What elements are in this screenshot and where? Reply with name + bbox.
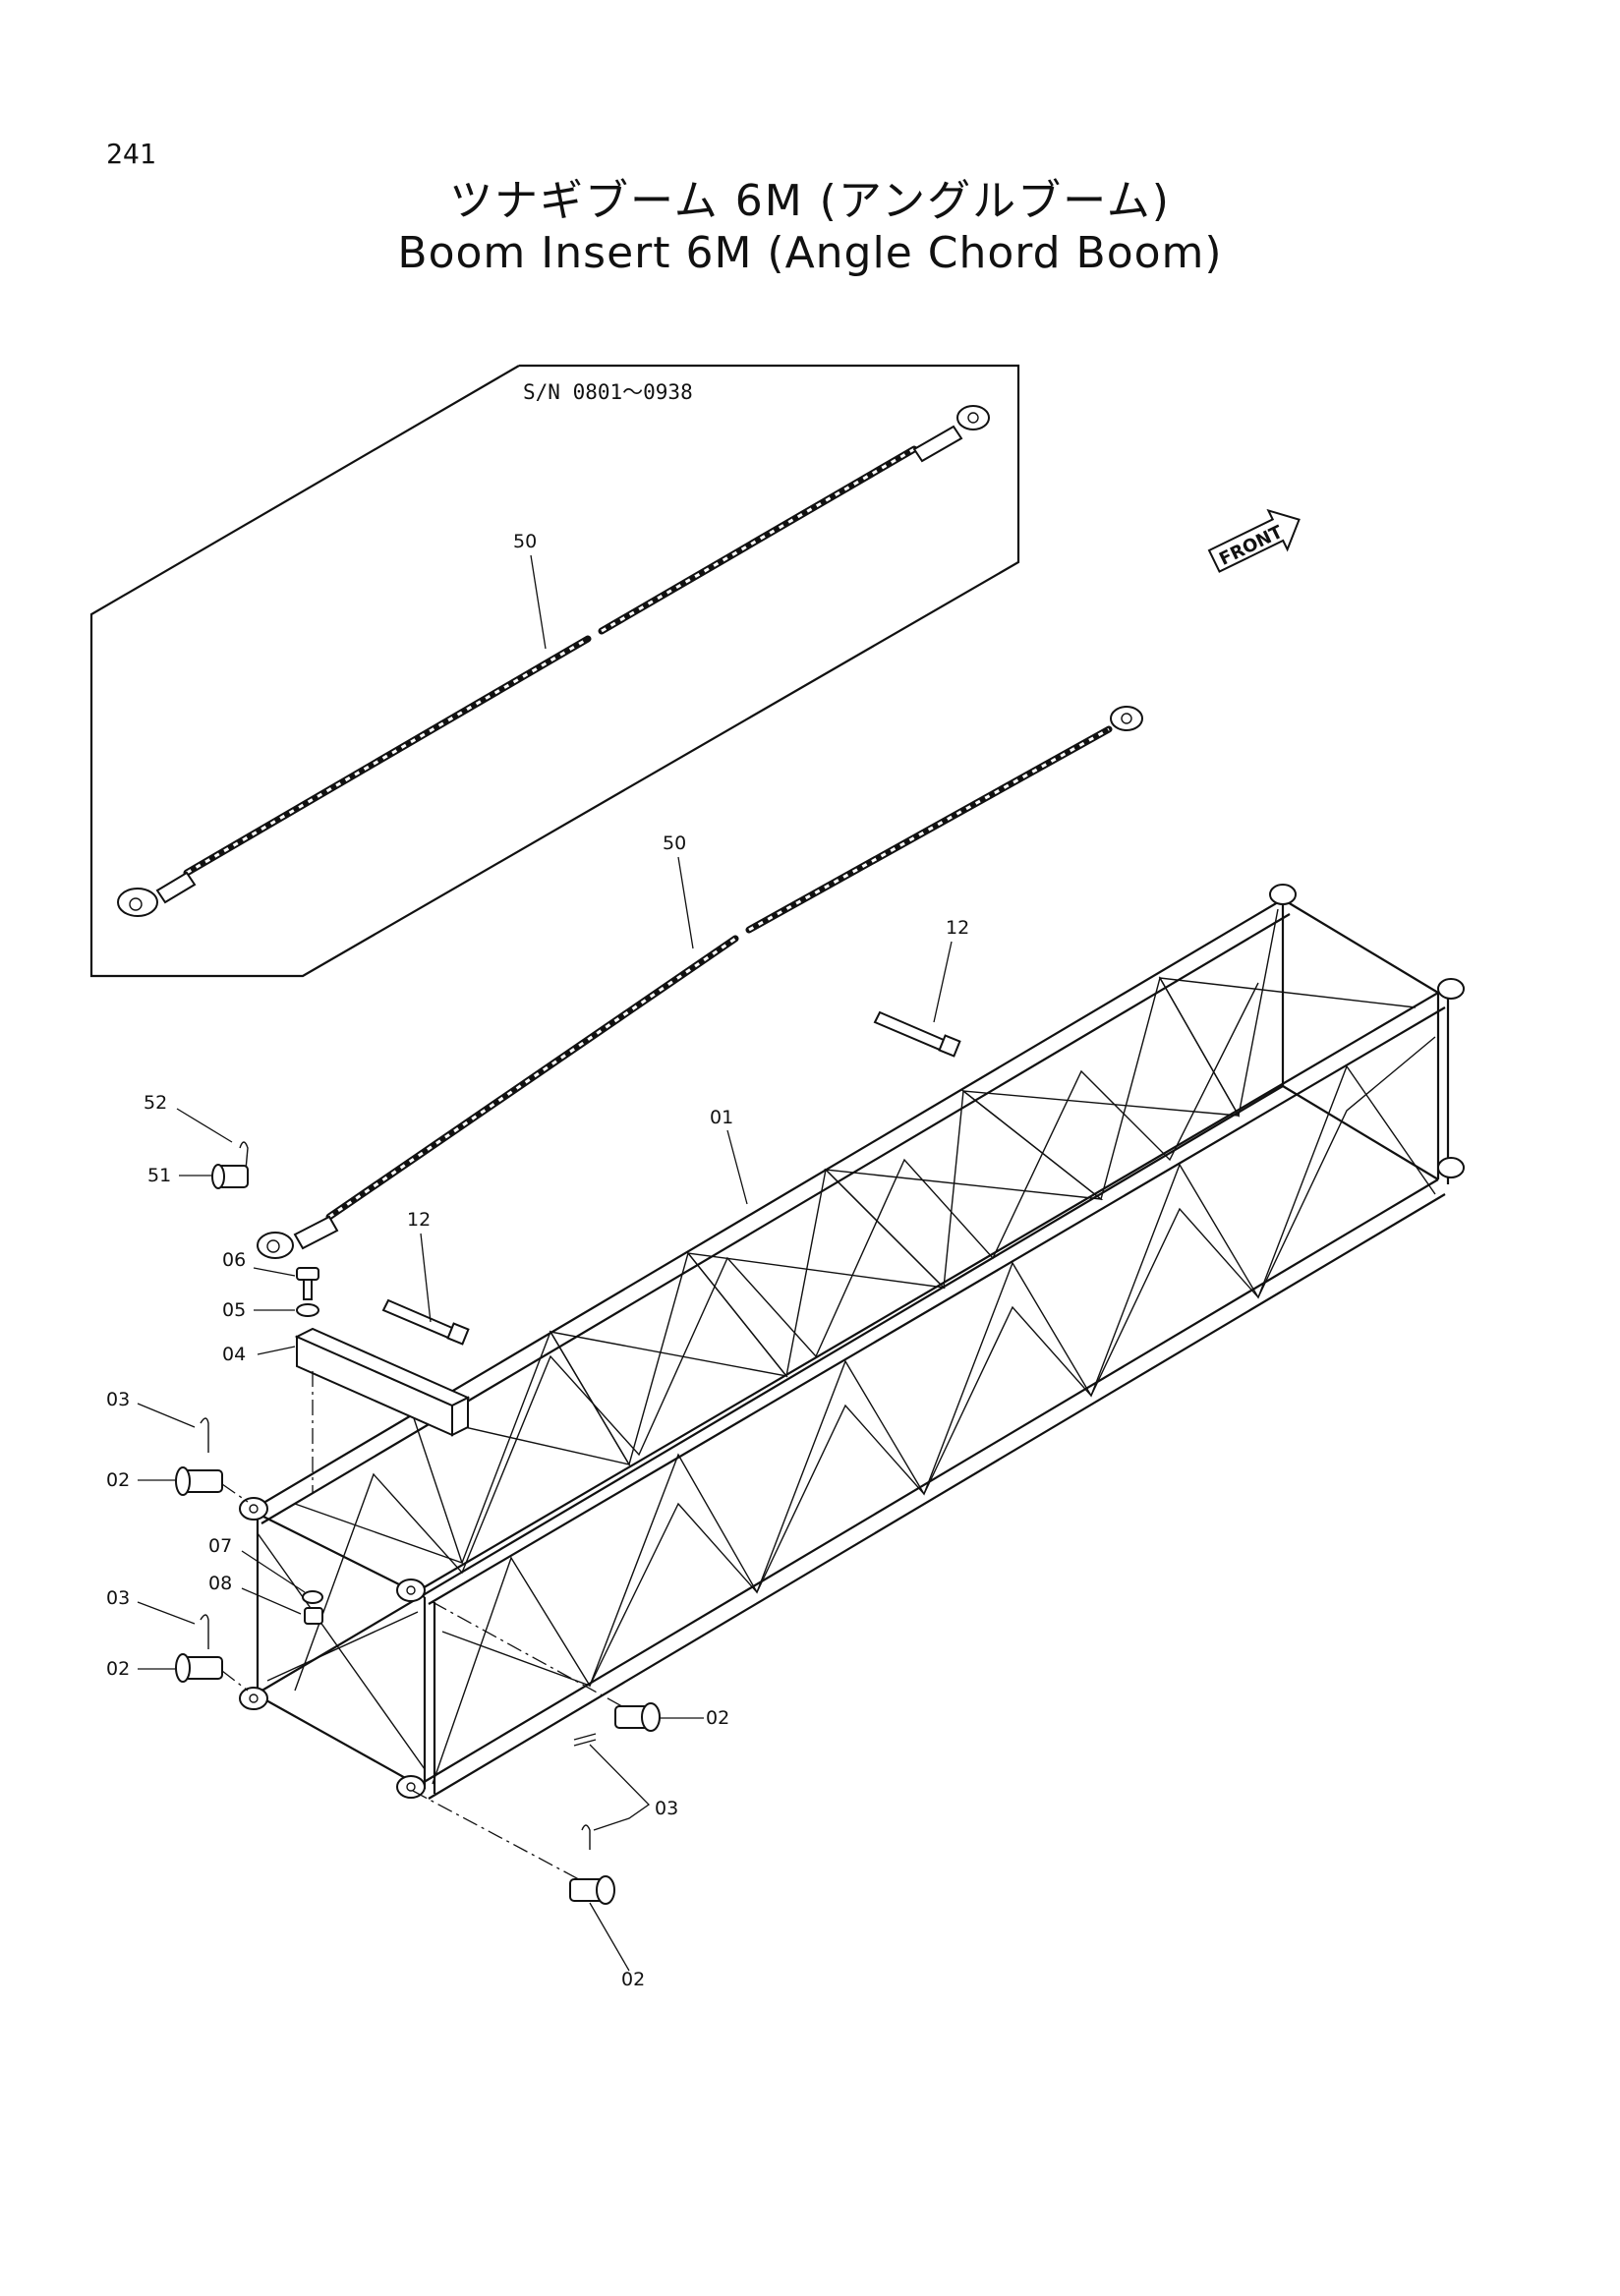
leader-06	[253, 1267, 296, 1277]
leader-12-lower	[420, 1233, 432, 1323]
label-03-upper: 03	[106, 1389, 130, 1410]
bar-04	[294, 1327, 471, 1437]
label-12-upper: 12	[946, 917, 969, 939]
pin-02-bottom	[569, 1875, 615, 1905]
nut-08	[304, 1607, 323, 1625]
label-03-right: 03	[655, 1798, 678, 1819]
centerline-02-upper	[221, 1483, 249, 1503]
leader-02-bottom	[589, 1902, 630, 1972]
leader-52	[176, 1108, 233, 1143]
page-number: 241	[106, 138, 156, 170]
leader-07	[241, 1550, 306, 1593]
label-08: 08	[208, 1573, 232, 1594]
cotter-pin-03-right	[573, 1733, 597, 1747]
centerline-02-bottom	[412, 1790, 591, 1886]
label-02-right: 02	[706, 1707, 729, 1729]
front-label: FRONT	[1216, 521, 1287, 569]
serial-range-label: S/N 0801～0938	[523, 380, 693, 404]
label-07: 07	[208, 1535, 232, 1557]
leader-03-lower	[137, 1601, 196, 1625]
cotter-pin-03-bottom	[581, 1824, 591, 1850]
strap-12-lower	[381, 1298, 470, 1346]
label-02-lower: 02	[106, 1658, 130, 1680]
leader-50	[677, 856, 694, 949]
washer-05	[296, 1303, 319, 1317]
bolt-06	[296, 1267, 319, 1300]
title-english: Boom Insert 6M (Angle Chord Boom)	[397, 228, 1223, 278]
leader-50-inset	[530, 554, 547, 650]
label-12-lower: 12	[407, 1209, 431, 1231]
label-01: 01	[710, 1107, 733, 1128]
title-japanese: ツナギブーム 6M (アングルブーム)	[449, 176, 1171, 226]
label-52: 52	[144, 1092, 167, 1114]
label-50: 50	[663, 832, 686, 854]
pin-51	[211, 1164, 249, 1189]
strap-12-upper	[873, 1010, 961, 1058]
label-02-upper: 02	[106, 1469, 130, 1491]
pin-02-lower	[175, 1653, 223, 1683]
leader-08	[241, 1587, 302, 1615]
pin-02-upper	[175, 1466, 223, 1496]
centerline-02-right	[432, 1601, 630, 1711]
pendant-rope	[257, 706, 1143, 1259]
label-50-inset: 50	[513, 531, 537, 552]
label-51: 51	[147, 1165, 171, 1186]
front-arrow-icon: FRONT	[1207, 508, 1301, 573]
leader-03-right	[589, 1744, 651, 1831]
leader-01	[726, 1129, 748, 1205]
centerline-02-lower	[221, 1670, 249, 1692]
label-02-bottom: 02	[621, 1969, 645, 1990]
cotter-pin-52	[239, 1141, 249, 1171]
label-03-lower: 03	[106, 1587, 130, 1609]
label-05: 05	[222, 1299, 246, 1321]
cotter-pin-03-lower	[200, 1614, 209, 1649]
washer-07	[302, 1590, 323, 1604]
leader-03-upper	[137, 1403, 196, 1428]
leader-12-upper	[933, 941, 953, 1023]
serial-inset-frame	[89, 364, 1020, 978]
cotter-pin-03-upper	[200, 1417, 209, 1453]
boom-insert-frame	[239, 884, 1465, 1800]
pin-02-right	[614, 1702, 661, 1732]
pendant-rope-inset	[117, 405, 990, 917]
label-04: 04	[222, 1344, 246, 1365]
label-06: 06	[222, 1249, 246, 1271]
leader-04	[257, 1346, 296, 1355]
